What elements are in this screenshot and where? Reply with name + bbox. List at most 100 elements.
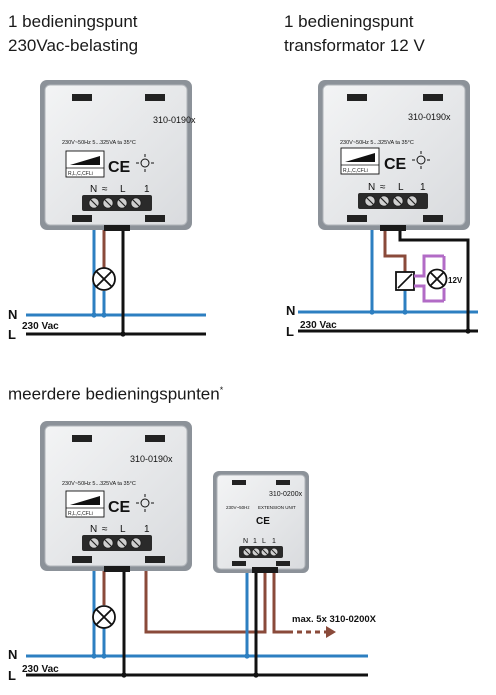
spec-label: 230V~50Hz 5...325VA ta 35°C	[340, 140, 414, 146]
junction-dot	[91, 312, 97, 318]
terminal-label-l: L	[120, 184, 126, 195]
terminal-label-1: 1	[144, 184, 150, 195]
ce-mark: CE	[256, 516, 270, 527]
extension-onward	[272, 572, 288, 634]
load-types-label: R,L,C,CFLi	[343, 168, 368, 174]
diagram-single-load: N L 230 Vac 310-0190x 230V~50Hz 5...325V…	[8, 80, 206, 342]
diagram-single-transformer: 12V N L 230 Vac 310-0190x 230V~50Hz 5...…	[286, 80, 478, 339]
heading-single-load: 1 bedieningspunt 230Vac-belasting	[8, 10, 138, 58]
lamp-icon	[136, 154, 154, 172]
terminal-label-l: L	[398, 182, 404, 193]
terminal-label-1b: 1	[272, 538, 276, 545]
dimming-wedge-icon	[70, 156, 100, 165]
live-label: L	[286, 324, 294, 339]
mount-clip	[232, 480, 246, 485]
wires	[26, 570, 368, 678]
transformer-output-label: 12V	[448, 276, 463, 285]
footnote-mark: *	[219, 385, 224, 395]
neutral-label: N	[8, 307, 17, 322]
lamp-icon	[136, 494, 154, 512]
junction-dot	[101, 312, 107, 318]
mount-clip	[72, 215, 92, 222]
secondary-circuit	[414, 254, 446, 303]
junction-dot	[402, 309, 408, 315]
terminal-label-n: N	[243, 538, 248, 545]
ce-mark: CE	[108, 499, 131, 516]
lamp-symbol	[92, 267, 116, 291]
heading-single-trafo: 1 bedieningspunt transformator 12 V	[284, 10, 425, 58]
mount-clip	[145, 556, 165, 563]
mount-clip	[72, 94, 92, 101]
spec-label: 230V~50Hz	[226, 505, 250, 510]
cable-entry	[104, 225, 130, 231]
heading-multiple-text: meerdere bedieningspunten	[8, 384, 220, 404]
terminal-label-n: N	[90, 524, 97, 535]
mount-clip	[347, 215, 367, 222]
extension-control-line	[144, 570, 267, 634]
mount-clip	[145, 435, 165, 442]
heading-single-load-line2: 230Vac-belasting	[8, 36, 139, 55]
onward-arrow-icon	[326, 626, 336, 638]
mount-clip	[276, 561, 290, 566]
terminal-label-1: 1	[144, 524, 150, 535]
terminal-label-l: L	[120, 524, 126, 535]
terminal-label-switch: ≈	[102, 184, 108, 195]
diagram-multiple-points: max. 5x 310-0200X N L 230 Vac 310-0190x …	[8, 421, 377, 683]
lamp-icon	[412, 151, 430, 169]
cable-entry	[252, 567, 278, 573]
terminal-label-n: N	[368, 182, 375, 193]
junction-dot	[91, 653, 97, 659]
model-label: 310-0190x	[153, 115, 196, 125]
unit-name-label: EXTENSION UNIT	[258, 505, 296, 510]
mount-clip	[232, 561, 246, 566]
junction-dot	[121, 672, 127, 678]
cable-entry	[104, 566, 130, 572]
max-extension-note: max. 5x 310-0200X	[292, 614, 377, 625]
mount-clip	[276, 480, 290, 485]
ce-mark: CE	[384, 156, 407, 173]
voltage-label: 230 Vac	[22, 321, 59, 332]
wires	[298, 229, 478, 334]
mount-clip	[145, 94, 165, 101]
spec-label: 230V~50Hz 5...325VA ta 35°C	[62, 140, 136, 146]
lamp-symbol	[426, 268, 448, 290]
dimming-wedge-icon	[345, 153, 375, 162]
terminal-label-1: 1	[420, 182, 426, 193]
ce-mark: CE	[108, 159, 131, 176]
extension-unit-device: 310-0200x 230V~50Hz EXTENSION UNIT CE N …	[213, 471, 309, 573]
neutral-label: N	[286, 303, 295, 318]
mount-clip	[423, 215, 443, 222]
junction-dot	[465, 328, 471, 334]
dimmer-device: 310-0190x 230V~50Hz 5...325VA ta 35°C R,…	[40, 80, 196, 231]
mount-clip	[145, 215, 165, 222]
terminal-label-switch: ≈	[380, 182, 386, 193]
wires	[26, 229, 206, 337]
terminal-label-1: 1	[253, 538, 257, 545]
junction-dot	[244, 653, 250, 659]
mount-clip	[347, 94, 367, 101]
live-drop	[398, 229, 470, 331]
switched-feed	[383, 229, 407, 272]
mount-clip	[72, 556, 92, 563]
heading-single-trafo-line1: 1 bedieningspunt	[284, 12, 414, 31]
terminal-label-n: N	[90, 184, 97, 195]
mount-clip	[72, 435, 92, 442]
live-label: L	[8, 327, 16, 342]
neutral-label: N	[8, 647, 17, 662]
load-types-label: R,L,C,CFLi	[68, 171, 93, 177]
terminal-label-switch: ≈	[102, 524, 108, 535]
voltage-label: 230 Vac	[22, 664, 59, 675]
model-label: 310-0200x	[269, 491, 303, 498]
mount-clip	[423, 94, 443, 101]
lamp-symbol	[92, 605, 116, 629]
dimming-wedge-icon	[70, 496, 100, 505]
load-types-label: R,L,C,CFLi	[68, 511, 93, 517]
dimmer-device: 310-0190x 230V~50Hz 5...325VA ta 35°C R,…	[318, 80, 470, 231]
heading-single-load-line1: 1 bedieningspunt	[8, 12, 138, 31]
heading-single-trafo-line2: transformator 12 V	[284, 36, 425, 55]
terminal-label-l: L	[262, 538, 266, 545]
cable-entry	[380, 225, 406, 231]
model-label: 310-0190x	[130, 454, 173, 464]
junction-dot	[369, 309, 375, 315]
